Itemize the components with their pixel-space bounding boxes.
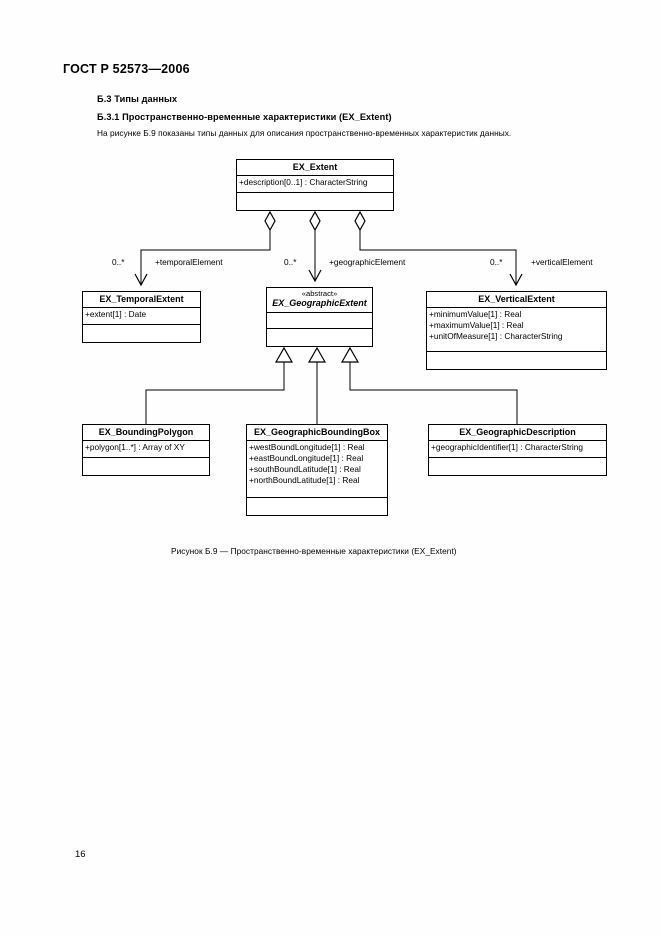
aggregation-diamond-vertical [354, 210, 366, 232]
class-attribute: +description[0..1] : CharacterString [239, 177, 368, 188]
class-name-ex-temporal-extent: EX_TemporalExtent [83, 292, 200, 309]
class-attributes-ex-temporal-extent: +extent[1] : Date [83, 308, 200, 326]
class-box-ex-extent[interactable]: EX_Extent +description[0..1] : Character… [236, 159, 394, 212]
figure-caption: Рисунок Б.9 — Пространственно-временные … [171, 546, 457, 556]
class-name-ex-geographic-description: EX_GeographicDescription [429, 425, 606, 442]
document-header: ГОСТ Р 52573—2006 [63, 62, 190, 76]
class-name-text: EX_GeographicExtent [272, 298, 367, 309]
class-operations-ex-extent [237, 193, 393, 210]
class-attribute: +extent[1] : Date [85, 309, 147, 320]
class-name-ex-vertical-extent: EX_VerticalExtent [427, 292, 606, 309]
class-attributes-ex-geographic-extent [267, 313, 372, 329]
class-attribute: +eastBoundLongitude[1] : Real [249, 453, 364, 464]
class-attributes-ex-vertical-extent: +minimumValue[1] : Real +maximumValue[1]… [427, 308, 606, 353]
multiplicity-label-geographic: 0..* [284, 257, 297, 267]
role-label-temporal: +temporalElement [155, 257, 223, 267]
generalization-triangle-bounding-polygon [274, 346, 294, 363]
generalization-triangle-geographic-bounding-box [307, 346, 327, 363]
multiplicity-label-temporal: 0..* [112, 257, 125, 267]
class-attributes-ex-geographic-bounding-box: +westBoundLongitude[1] : Real +eastBound… [247, 441, 387, 499]
class-attributes-ex-bounding-polygon: +polygon[1..*] : Array of XY [83, 441, 209, 459]
class-name-ex-bounding-polygon: EX_BoundingPolygon [83, 425, 209, 442]
class-attributes-ex-extent: +description[0..1] : CharacterString [237, 176, 393, 194]
class-attribute: +minimumValue[1] : Real [429, 309, 522, 320]
arrowhead-vertical [509, 273, 523, 287]
class-attributes-ex-geographic-description: +geographicIdentifier[1] : CharacterStri… [429, 441, 606, 459]
class-name-ex-geographic-extent: «abstract» EX_GeographicExtent [267, 288, 372, 313]
role-label-vertical: +verticalElement [531, 257, 593, 267]
class-attribute: +westBoundLongitude[1] : Real [249, 442, 365, 453]
class-attribute: +southBoundLatitude[1] : Real [249, 464, 361, 475]
class-operations-ex-geographic-bounding-box [247, 498, 387, 515]
role-label-geographic: +geographicElement [329, 257, 406, 267]
edge-gen-geographic-description [349, 362, 518, 424]
aggregation-diamond-temporal [264, 210, 276, 232]
class-attribute: +unitOfMeasure[1] : CharacterString [429, 331, 563, 342]
class-name-ex-extent: EX_Extent [237, 160, 393, 177]
class-operations-ex-temporal-extent [83, 325, 200, 342]
body-paragraph: На рисунке Б.9 показаны типы данных для … [97, 128, 512, 138]
edge-temporal [140, 222, 271, 284]
multiplicity-label-vertical: 0..* [490, 257, 503, 267]
class-operations-ex-bounding-polygon [83, 458, 209, 475]
class-attribute: +polygon[1..*] : Array of XY [85, 442, 185, 453]
class-operations-ex-vertical-extent [427, 352, 606, 369]
class-box-ex-geographic-description[interactable]: EX_GeographicDescription +geographicIden… [428, 424, 607, 477]
generalization-triangle-geographic-description [340, 346, 360, 363]
edge-gen-bounding-polygon [145, 362, 285, 424]
class-box-ex-geographic-extent[interactable]: «abstract» EX_GeographicExtent [266, 287, 373, 347]
section-heading: Б.3 Типы данных [97, 94, 178, 104]
class-stereotype: «abstract» [301, 289, 338, 298]
arrowhead-temporal [134, 273, 148, 287]
aggregation-diamond-geographic [309, 210, 321, 232]
arrowhead-geographic [308, 269, 322, 283]
class-box-ex-geographic-bounding-box[interactable]: EX_GeographicBoundingBox +westBoundLongi… [246, 424, 388, 517]
page-number: 16 [75, 849, 86, 860]
class-box-ex-bounding-polygon[interactable]: EX_BoundingPolygon +polygon[1..*] : Arra… [82, 424, 210, 477]
edge-vertical [359, 222, 517, 284]
class-attribute: +geographicIdentifier[1] : CharacterStri… [431, 442, 583, 453]
class-box-ex-temporal-extent[interactable]: EX_TemporalExtent +extent[1] : Date [82, 291, 201, 344]
class-attribute: +maximumValue[1] : Real [429, 320, 524, 331]
class-box-ex-vertical-extent[interactable]: EX_VerticalExtent +minimumValue[1] : Rea… [426, 291, 607, 371]
subsection-heading: Б.3.1 Пространственно-временные характер… [97, 112, 392, 122]
class-operations-ex-geographic-description [429, 458, 606, 475]
class-name-ex-geographic-bounding-box: EX_GeographicBoundingBox [247, 425, 387, 442]
class-operations-ex-geographic-extent [267, 329, 372, 346]
class-attribute: +northBoundLatitude[1] : Real [249, 475, 360, 486]
